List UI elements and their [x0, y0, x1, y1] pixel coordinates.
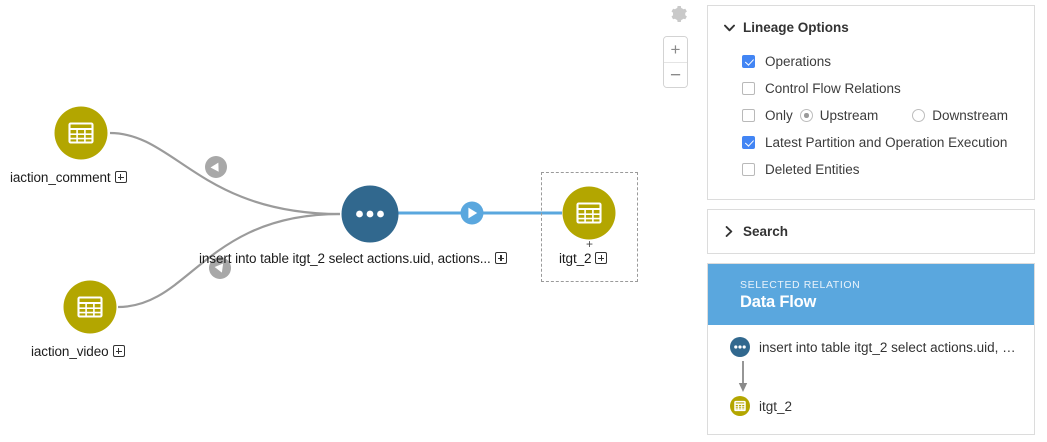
down-arrow-icon: [738, 361, 748, 392]
graph-node-operation[interactable]: [341, 185, 399, 243]
lineage-graph-svg: [54, 106, 616, 334]
option-latest-partition[interactable]: Latest Partition and Operation Execution: [722, 129, 1020, 156]
edge-direction-marker-play-icon[interactable]: [460, 201, 484, 225]
table-icon: [68, 122, 94, 144]
edge-iaction-video-to-operation[interactable]: [117, 212, 341, 309]
option-direction-row[interactable]: Only Upstream Downstream: [722, 102, 1020, 129]
graph-node-label-itgt2[interactable]: itgt_2: [559, 251, 608, 266]
radio-downstream-label: Downstream: [932, 108, 1009, 123]
option-label: Deleted Entities: [765, 162, 860, 177]
search-panel: Search: [707, 209, 1035, 254]
expand-node-icon[interactable]: [494, 252, 507, 264]
chevron-down-icon: [722, 24, 736, 32]
canvas-controls: + −: [663, 2, 691, 88]
radio-upstream-label: Upstream: [819, 108, 879, 123]
table-icon: [576, 202, 602, 224]
right-sidebar: Lineage Options Operations Control Flow …: [707, 5, 1035, 435]
search-panel-title: Search: [743, 224, 789, 239]
edge-direction-marker-up-icon[interactable]: [205, 156, 227, 178]
chevron-right-icon: [722, 226, 736, 237]
expand-node-icon[interactable]: [114, 171, 127, 183]
checkbox-operations[interactable]: [742, 55, 755, 68]
radio-downstream[interactable]: [912, 109, 926, 122]
label-text: itgt_2: [559, 251, 592, 266]
zoom-controls: + −: [663, 36, 688, 88]
checkbox-latest-partition-and-operation-execution[interactable]: [742, 136, 755, 149]
checkbox-only[interactable]: [742, 109, 755, 122]
relation-item-label: itgt_2: [759, 398, 793, 414]
expand-node-icon[interactable]: [112, 345, 125, 357]
selected-relation-panel: SELECTED RELATION Data Flow insert into …: [707, 263, 1035, 435]
checkbox-deleted-entities[interactable]: [742, 163, 755, 176]
graph-node-label-operation[interactable]: insert into table itgt_2 select actions.…: [199, 251, 507, 266]
lineage-options-body: Operations Control Flow Relations Only U…: [708, 48, 1034, 199]
label-text: insert into table itgt_2 select actions.…: [199, 251, 491, 266]
ellipsis-icon: [356, 210, 384, 218]
lineage-options-panel: Lineage Options Operations Control Flow …: [707, 5, 1035, 200]
operation-icon: [730, 337, 750, 357]
only-label: Only: [765, 108, 793, 123]
table-icon: [77, 296, 103, 318]
expand-node-icon[interactable]: [595, 252, 608, 264]
zoom-in-button[interactable]: +: [664, 37, 687, 62]
relation-item-operation[interactable]: insert into table itgt_2 select actions.…: [730, 337, 1024, 357]
edge-iaction-comment-to-operation[interactable]: [109, 131, 341, 216]
graph-node-iaction-comment[interactable]: [54, 106, 108, 160]
selected-relation-body: insert into table itgt_2 select actions.…: [708, 325, 1034, 434]
lineage-options-title: Lineage Options: [743, 20, 849, 35]
zoom-out-button[interactable]: −: [664, 62, 687, 87]
lineage-graph-canvas[interactable]: + iaction_comment iaction_video insert i…: [0, 0, 700, 442]
selected-relation-title: Data Flow: [740, 293, 817, 311]
label-text: iaction_video: [31, 344, 109, 359]
option-label: Operations: [765, 54, 832, 69]
selected-node-outline: [541, 172, 638, 282]
option-control-flow-relations[interactable]: Control Flow Relations: [722, 75, 1020, 102]
graph-node-label-iaction-comment[interactable]: iaction_comment: [10, 170, 127, 185]
graph-node-label-iaction-video[interactable]: iaction_video: [31, 344, 125, 359]
checkbox-control-flow-relations[interactable]: [742, 82, 755, 95]
relation-item-label: insert into table itgt_2 select actions.…: [759, 339, 1016, 355]
label-text: iaction_comment: [10, 170, 111, 185]
table-icon: [730, 396, 750, 416]
selected-relation-header: SELECTED RELATION Data Flow: [708, 264, 1034, 325]
radio-upstream[interactable]: [799, 109, 813, 122]
option-operations[interactable]: Operations: [722, 48, 1020, 75]
selected-node-plus-glyph: +: [586, 237, 594, 251]
graph-node-iaction-video[interactable]: [63, 280, 117, 334]
lineage-options-header[interactable]: Lineage Options: [708, 6, 1034, 48]
option-label: Latest Partition and Operation Execution: [765, 135, 1008, 150]
search-panel-header[interactable]: Search: [708, 210, 1034, 253]
selected-relation-kicker: SELECTED RELATION: [740, 279, 861, 291]
option-label: Control Flow Relations: [765, 81, 901, 96]
gear-icon[interactable]: [665, 2, 689, 26]
option-deleted-entities[interactable]: Deleted Entities: [722, 156, 1020, 183]
relation-item-table[interactable]: itgt_2: [730, 396, 1024, 416]
graph-node-itgt2[interactable]: [562, 186, 616, 240]
edge-direction-marker-down-icon[interactable]: [209, 257, 231, 279]
